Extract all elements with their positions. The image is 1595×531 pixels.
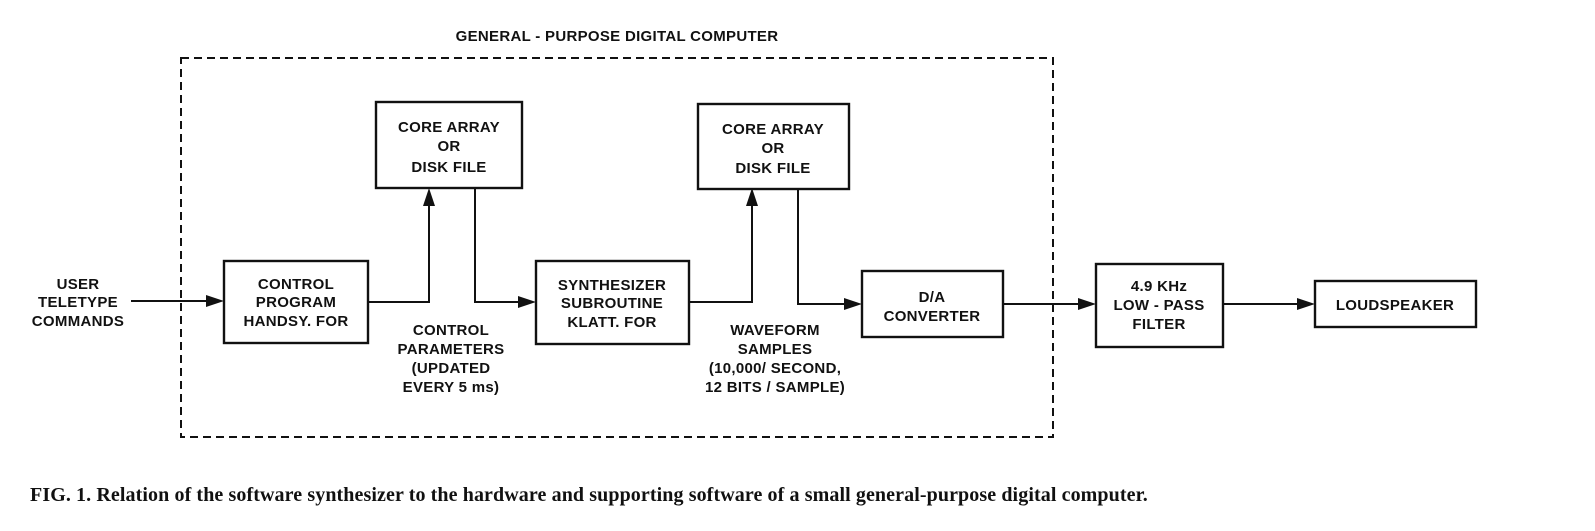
core-array-1-line: OR — [437, 138, 460, 155]
synthesizer-label: SYNTHESIZER SUBROUTINE KLATT. FOR — [558, 277, 666, 331]
arrowhead-right — [1078, 298, 1096, 310]
user-commands-line: COMMANDS — [32, 313, 124, 330]
arrowhead-right — [206, 295, 224, 307]
control-parameters-line: PARAMETERS — [398, 341, 505, 358]
figure-caption: FIG. 1. Relation of the software synthes… — [30, 484, 1148, 506]
core-array-1-label: CORE ARRAY OR DISK FILE — [398, 119, 500, 176]
control-program-block — [222, 259, 370, 345]
waveform-samples-line: SAMPLES — [738, 341, 813, 358]
da-converter-block — [860, 269, 1005, 339]
core-array-1-line: DISK FILE — [411, 159, 486, 176]
synthesizer-line: SUBROUTINE — [561, 295, 663, 312]
core-array-1-line: CORE ARRAY — [398, 119, 500, 136]
control-program-line: PROGRAM — [256, 294, 336, 311]
control-program-line: CONTROL — [258, 276, 334, 293]
control-parameters-line: EVERY 5 ms) — [403, 379, 500, 396]
connection-wires — [131, 189, 1303, 305]
waveform-samples-annotation: WAVEFORM SAMPLES (10,000/ SECOND, 12 BIT… — [705, 322, 845, 396]
arrowhead-up — [423, 188, 435, 206]
computer-boundary-title: GENERAL - PURPOSE DIGITAL COMPUTER — [456, 28, 779, 45]
synthesizer-line: KLATT. FOR — [567, 314, 656, 331]
core-array-2-line: OR — [761, 140, 784, 157]
user-commands-line: TELETYPE — [38, 294, 118, 311]
core-array-2-line: DISK FILE — [735, 160, 810, 177]
core-array-2-line: CORE ARRAY — [722, 121, 824, 138]
waveform-samples-line: (10,000/ SECOND, — [709, 360, 841, 377]
arrowhead-up — [746, 188, 758, 206]
loudspeaker-label: LOUDSPEAKER — [1336, 297, 1454, 314]
low-pass-filter-line: FILTER — [1132, 316, 1185, 333]
core-array-block-2 — [696, 102, 851, 191]
arrowhead-right — [518, 296, 536, 308]
waveform-samples-line: WAVEFORM — [730, 322, 820, 339]
low-pass-filter-label: 4.9 KHz LOW - PASS FILTER — [1113, 278, 1204, 333]
low-pass-filter-line: 4.9 KHz — [1131, 278, 1187, 295]
core-array-block-1 — [374, 100, 524, 190]
user-commands-label: USER TELETYPE COMMANDS — [32, 276, 124, 330]
control-parameters-line: CONTROL — [413, 322, 489, 339]
wire-control-to-core1 — [368, 200, 430, 303]
low-pass-filter-block — [1094, 262, 1225, 349]
arrowhead-right — [844, 298, 862, 310]
computer-boundary — [180, 57, 1054, 438]
wire-core2-to-da — [797, 189, 850, 305]
control-parameters-annotation: CONTROL PARAMETERS (UPDATED EVERY 5 ms) — [398, 322, 505, 396]
synthesizer-block — [534, 259, 691, 346]
core-array-2-label: CORE ARRAY OR DISK FILE — [722, 121, 824, 177]
da-converter-line: D/A — [919, 289, 946, 306]
da-converter-label: D/A CONVERTER — [884, 289, 981, 325]
control-program-label: CONTROL PROGRAM HANDSY. FOR — [244, 276, 349, 330]
arrowhead-right — [1297, 298, 1315, 310]
loudspeaker-block — [1313, 279, 1478, 329]
control-program-line: HANDSY. FOR — [244, 313, 349, 330]
synthesizer-line: SYNTHESIZER — [558, 277, 666, 294]
waveform-samples-line: 12 BITS / SAMPLE) — [705, 379, 845, 396]
arrowheads — [206, 188, 1315, 310]
user-commands-line: USER — [57, 276, 100, 293]
control-parameters-line: (UPDATED — [412, 360, 491, 377]
wire-core1-to-synth — [474, 189, 524, 303]
da-converter-line: CONVERTER — [884, 308, 981, 325]
low-pass-filter-line: LOW - PASS — [1113, 297, 1204, 314]
wire-synth-to-core2 — [690, 200, 753, 303]
